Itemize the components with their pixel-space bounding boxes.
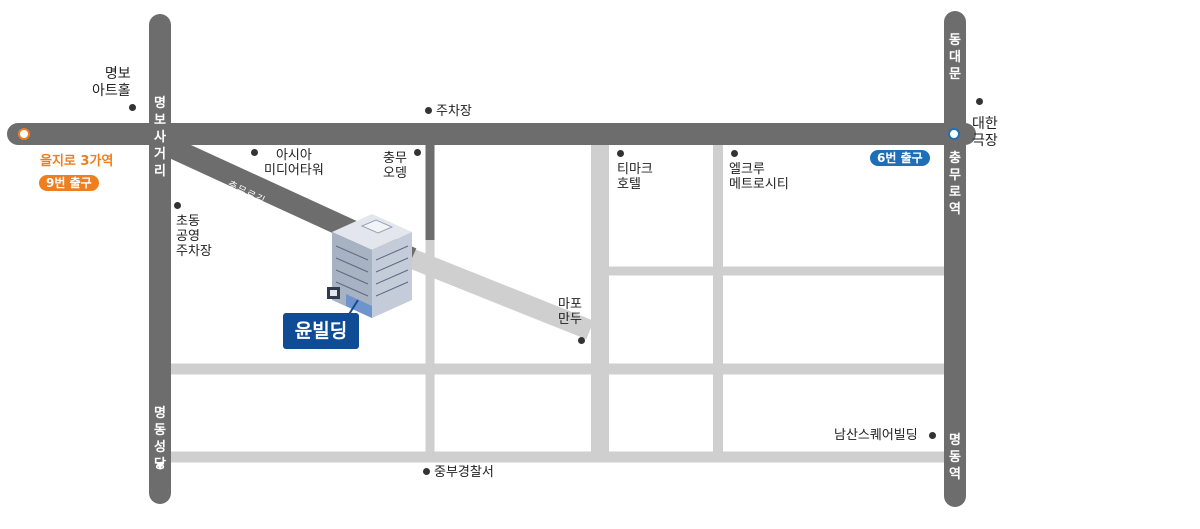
landmark-chodong-parking: 초동 공영 주차장 (176, 214, 212, 259)
landmark-dot-chodong-parking (174, 202, 181, 209)
landmark-dot-jungbu-police (423, 468, 430, 475)
landmark-myeongbo-arthall: 명보 아트홀 (92, 66, 131, 99)
station-pin-euljiro (18, 128, 30, 140)
road-label-dongdaemun: 동대문 (949, 33, 961, 82)
landmark-dot-daehan-theater (976, 98, 983, 105)
minor-roads (160, 145, 955, 463)
exit-badge-euljiro: 9번 출구 (39, 175, 99, 191)
landmark-tmark-hotel: 티마크 호텔 (617, 162, 653, 192)
station-pin-chungmuro (948, 128, 960, 140)
road-label-myeongbo: 명보사거리 (154, 96, 166, 179)
landmark-dot-parking-top (425, 107, 432, 114)
landmark-chungmu-odeng: 충무 오뎅 (383, 151, 407, 181)
road-label-myeongdong-station: 명동역 (949, 433, 961, 482)
landmark-dot-chungmu-odeng (414, 149, 421, 156)
road-label-myeongdong-cathedral: 명동성당 (154, 406, 166, 472)
landmark-dot-tmark-hotel (617, 150, 624, 157)
landmark-mapo-mandu: 마포 만두 (558, 297, 582, 327)
office-building-icon (327, 214, 412, 318)
destination-building-label: 윤빌딩 (283, 313, 359, 349)
arrow-down-icon (156, 462, 164, 470)
exit-badge-chungmuro: 6번 출구 (870, 150, 930, 166)
landmark-jungbu-police: 중부경찰서 (434, 465, 494, 480)
major-roads (7, 11, 976, 507)
landmark-dot-myeongbo-arthall (129, 104, 136, 111)
landmark-dot-namsan-square (929, 432, 936, 439)
landmark-daehan-theater: 대한 극장 (972, 116, 998, 149)
station-name-euljiro: 을지로 3가역 (40, 154, 114, 169)
landmark-dot-asia-media-tower (251, 149, 258, 156)
landmark-asia-media-tower: 아시아 미디어타워 (264, 148, 324, 178)
landmark-namsan-square: 남산스퀘어빌딩 (834, 428, 918, 443)
road-label-chungmuro-station: 충무로역 (949, 151, 961, 217)
landmark-dot-elcru-metrocity (731, 150, 738, 157)
landmark-dot-mapo-mandu (578, 337, 585, 344)
landmark-elcru-metrocity: 엘크루 메트로시티 (729, 162, 789, 192)
minor-road-diagonal-east (406, 248, 594, 340)
landmark-parking-top: 주차장 (436, 104, 472, 119)
